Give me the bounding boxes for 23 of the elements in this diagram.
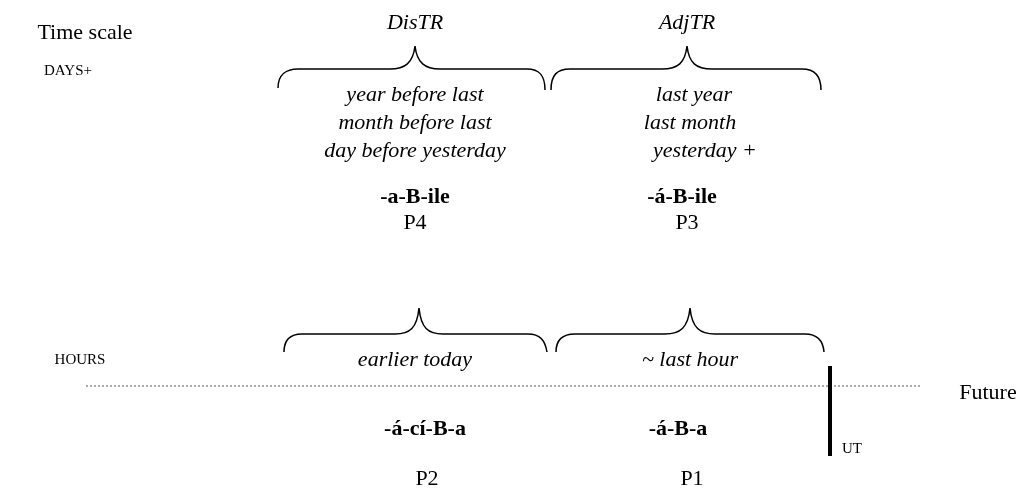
suffix-form: -á-B-a bbox=[648, 415, 708, 441]
tense-label: P2 bbox=[415, 465, 439, 488]
suffix-form: -á-cí-B-a bbox=[384, 415, 466, 441]
axis-label: Future bbox=[959, 379, 1017, 405]
scale-label: HOURS bbox=[54, 350, 106, 368]
tense-label: P3 bbox=[675, 209, 699, 235]
time-expression: day before yesterday bbox=[324, 137, 506, 163]
time-expression: last month bbox=[643, 109, 737, 135]
time-expression: yesterday + bbox=[653, 137, 757, 163]
reference-label: DisTR bbox=[386, 9, 444, 35]
time-expression: earlier today bbox=[357, 346, 473, 372]
reference-label: AdjTR bbox=[658, 9, 716, 35]
axis-label: Time scale bbox=[37, 19, 133, 45]
time-expression: year before last bbox=[346, 81, 484, 107]
scale-label: DAYS+ bbox=[44, 61, 92, 79]
suffix-form: -á-B-ile bbox=[647, 183, 717, 209]
utterance-time-label: UT bbox=[842, 439, 862, 457]
suffix-form: -a-B-ile bbox=[380, 183, 450, 209]
time-expression: last year bbox=[655, 81, 733, 107]
tense-label: P1 bbox=[680, 465, 704, 488]
time-expression: month before last bbox=[338, 109, 492, 135]
tense-label: P4 bbox=[403, 209, 427, 235]
time-expression: ~ last hour bbox=[641, 346, 739, 372]
